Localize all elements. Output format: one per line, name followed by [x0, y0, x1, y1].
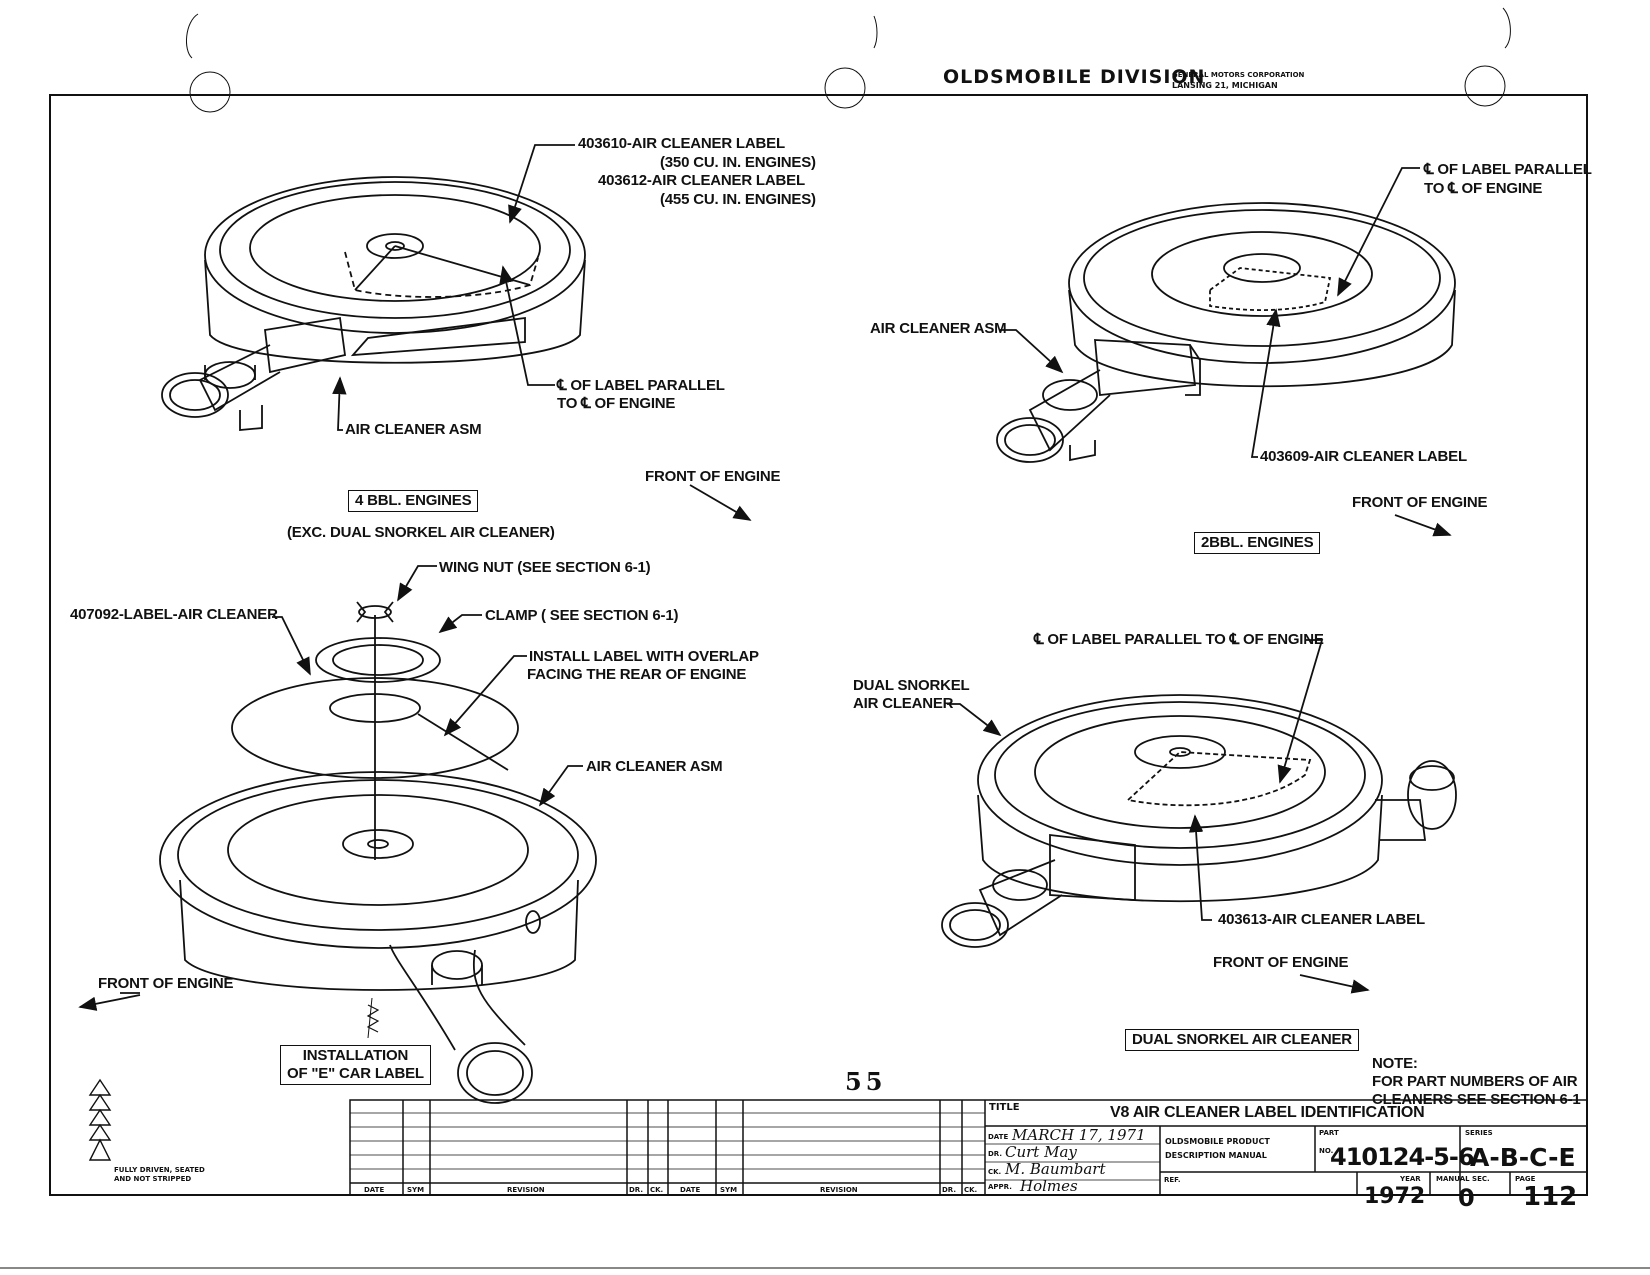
label-407092: 407092-LABEL-AIR CLEANER — [70, 606, 278, 623]
clamp: CLAMP ( SEE SECTION 6-1) — [485, 607, 679, 624]
stripped-2: AND NOT STRIPPED — [114, 1175, 192, 1183]
page-mark: 55 — [845, 1067, 887, 1096]
title-2bbl: 2BBL. ENGINES — [1194, 532, 1321, 554]
corp-line-2: LANSING 21, MICHIGAN — [1172, 81, 1278, 90]
note-1: NOTE: — [1372, 1055, 1418, 1072]
rev-dr-2: DR. — [942, 1186, 956, 1194]
label-403612-note: (455 CU. IN. ENGINES) — [660, 191, 816, 208]
rev-date-1: DATE — [364, 1186, 385, 1194]
parallel-2bbl-1: ℄ OF LABEL PARALLEL — [1424, 161, 1592, 178]
tb-page-label: PAGE — [1515, 1175, 1536, 1183]
tb-date-label: DATE — [988, 1133, 1009, 1141]
tb-manual-label: MANUAL SEC. — [1436, 1175, 1490, 1183]
asm-2bbl: AIR CLEANER ASM — [870, 320, 1007, 337]
tb-page: 112 — [1523, 1182, 1578, 1212]
front-install: FRONT OF ENGINE — [98, 975, 234, 992]
label-403612: 403612-AIR CLEANER LABEL — [598, 172, 805, 189]
asm-install: AIR CLEANER ASM — [586, 758, 723, 775]
tb-title: V8 AIR CLEANER LABEL IDENTIFICATION — [1110, 1104, 1425, 1121]
front-4bbl: FRONT OF ENGINE — [645, 468, 781, 485]
note-2: FOR PART NUMBERS OF AIR — [1372, 1073, 1578, 1090]
parallel-dual: ℄ OF LABEL PARALLEL TO ℄ OF ENGINE — [1034, 631, 1324, 648]
rev-dr-1: DR. — [629, 1186, 643, 1194]
label-403610-note: (350 CU. IN. ENGINES) — [660, 154, 816, 171]
title-install-1: INSTALLATION — [302, 1047, 409, 1064]
overlap-2: FACING THE REAR OF ENGINE — [527, 666, 747, 683]
tb-ref-label: REF. — [1164, 1176, 1181, 1184]
tb-appr: Holmes — [1020, 1177, 1078, 1195]
rev-rev-1: REVISION — [507, 1186, 545, 1194]
stripped-symbol — [88, 1078, 112, 1161]
dual-1: DUAL SNORKEL — [853, 677, 970, 694]
label-403609: 403609-AIR CLEANER LABEL — [1260, 448, 1467, 465]
tb-product-2: DESCRIPTION MANUAL — [1165, 1151, 1267, 1160]
tb-series: A-B-C-E — [1470, 1143, 1576, 1172]
overlap-1: INSTALL LABEL WITH OVERLAP — [529, 648, 759, 665]
stripped-1: FULLY DRIVEN, SEATED — [114, 1166, 205, 1174]
label-403613: 403613-AIR CLEANER LABEL — [1218, 911, 1425, 928]
installation-exploded — [159, 601, 597, 1104]
wing-nut: WING NUT (SEE SECTION 6-1) — [439, 559, 651, 576]
air-cleaner-dual — [941, 694, 1457, 948]
dual-2: AIR CLEANER — [853, 695, 954, 712]
asm-4bbl: AIR CLEANER ASM — [345, 421, 482, 438]
tb-year-label: YEAR — [1400, 1175, 1421, 1183]
title-install-2: OF "E" CAR LABEL — [287, 1065, 424, 1082]
tb-part-no: 410124-5-6 — [1330, 1143, 1475, 1171]
front-2bbl: FRONT OF ENGINE — [1352, 494, 1488, 511]
air-cleaner-4bbl — [161, 176, 586, 431]
tb-dr-label: DR. — [988, 1150, 1002, 1158]
rev-ck-1: CK. — [650, 1186, 664, 1194]
rev-rev-2: REVISION — [820, 1186, 858, 1194]
division-title: OLDSMOBILE DIVISION — [943, 66, 1206, 88]
rev-ck-2: CK. — [964, 1186, 978, 1194]
tb-dr: Curt May — [1005, 1143, 1077, 1161]
front-dual: FRONT OF ENGINE — [1213, 954, 1349, 971]
air-cleaner-2bbl — [996, 202, 1456, 463]
tb-ck-label: CK. — [988, 1168, 1002, 1176]
title-block-grid — [349, 1099, 1588, 1196]
rev-sym-2: SYM — [720, 1186, 738, 1194]
tb-year: 1972 — [1364, 1184, 1426, 1209]
note-3: CLEANERS SEE SECTION 6-1 — [1372, 1091, 1581, 1108]
punch-holes — [186, 7, 1511, 113]
title-4bbl: 4 BBL. ENGINES — [348, 490, 479, 512]
subtitle-4bbl: (EXC. DUAL SNORKEL AIR CLEANER) — [287, 524, 555, 541]
tb-ck: M. Baumbart — [1005, 1160, 1106, 1178]
title-dual: DUAL SNORKEL AIR CLEANER — [1125, 1029, 1359, 1051]
parallel-2bbl-2: TO ℄ OF ENGINE — [1424, 180, 1543, 197]
tb-part-label: PART — [1319, 1129, 1339, 1137]
tb-title-label: TITLE — [989, 1102, 1020, 1113]
tb-no-label: NO. — [1319, 1147, 1334, 1155]
tb-date: MARCH 17, 1971 — [1012, 1126, 1146, 1144]
title-install: INSTALLATION OF "E" CAR LABEL — [280, 1045, 431, 1085]
parallel-4bbl-1: ℄ OF LABEL PARALLEL — [557, 377, 725, 394]
label-403610: 403610-AIR CLEANER LABEL — [578, 135, 785, 152]
tb-product-1: OLDSMOBILE PRODUCT — [1165, 1137, 1270, 1146]
rev-sym-1: SYM — [407, 1186, 425, 1194]
tb-series-label: SERIES — [1465, 1129, 1493, 1137]
tb-appr-label: APPR. — [988, 1183, 1012, 1191]
rev-date-2: DATE — [680, 1186, 701, 1194]
corp-line-1: GENERAL MOTORS CORPORATION — [1172, 71, 1305, 79]
parallel-4bbl-2: TO ℄ OF ENGINE — [557, 395, 676, 412]
tb-manual: 0 — [1458, 1184, 1475, 1212]
